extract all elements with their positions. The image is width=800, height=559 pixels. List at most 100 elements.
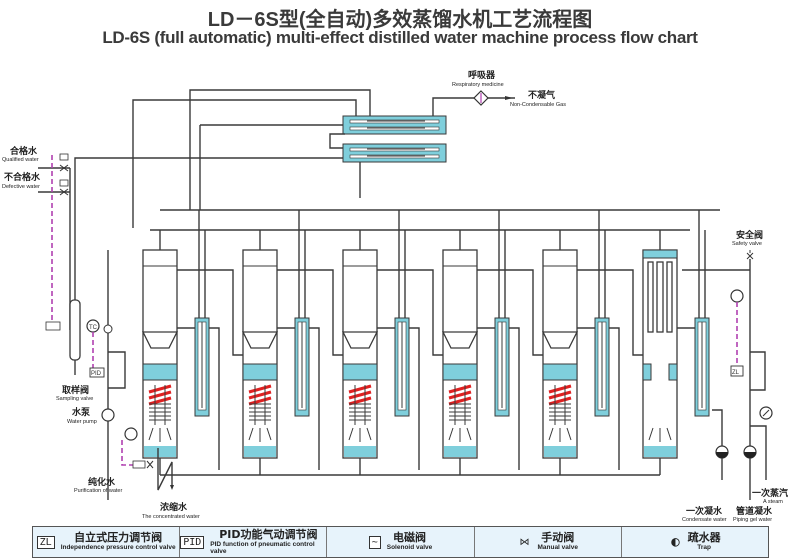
steam-transfer-pipe — [177, 269, 243, 356]
legend-label-en: Manual valve — [537, 544, 578, 552]
coil-segment — [348, 384, 372, 394]
concentrated-water-outlet — [157, 448, 174, 491]
tube-sheet — [142, 363, 178, 381]
separator-cone — [541, 331, 579, 349]
legend-label: 手动阀 — [541, 531, 575, 545]
safety-valve-label-en: Safety valve — [732, 241, 762, 247]
heating-coil — [348, 384, 372, 421]
steam-transfer-pipe — [277, 269, 343, 356]
tc-controller-2-icon — [124, 427, 138, 441]
condensate-water-label-en: Condensate water — [682, 517, 727, 523]
inner-tube — [656, 261, 664, 333]
separator-cone — [141, 331, 179, 349]
legend-label-en: Solenoid valve — [386, 544, 433, 552]
condenser-lower — [342, 143, 447, 163]
evaporator-vessel — [442, 249, 478, 459]
coil-segment — [548, 390, 572, 400]
interconnect-pipe — [409, 327, 420, 470]
steam-transfer-pipe — [577, 269, 643, 356]
defective-water-line — [38, 179, 70, 196]
effect-column-3 — [341, 210, 443, 475]
manual-valve-icon: ⋈ — [519, 536, 530, 548]
qualified-water-label-en: Qualified water — [2, 157, 39, 163]
spray-arrows-icon — [448, 427, 472, 442]
effect-column-5 — [541, 210, 643, 475]
spray-arrows-icon — [148, 427, 172, 442]
solenoid-valve-icon: ~ — [368, 535, 381, 549]
condenser-upper — [342, 115, 447, 135]
water-pump-icon — [101, 408, 115, 422]
piping-gel-water-label: 管道凝水 — [736, 505, 773, 517]
safety-valve-icon — [746, 250, 754, 260]
coil-segment — [248, 390, 272, 400]
steam-label: 一次蒸汽 — [752, 487, 788, 499]
sampling-valve-label: 取样阀 — [62, 384, 89, 396]
svg-text:ZL: ZL — [732, 370, 740, 376]
bottom-water — [144, 446, 176, 457]
non-condensable-arrow-icon — [505, 96, 513, 100]
bottom-water — [244, 446, 276, 457]
tube-sheet — [442, 363, 478, 381]
interconnect-pipe — [309, 327, 320, 470]
condensate-water-label: 一次凝水 — [686, 505, 723, 517]
steam-transfer-pipe — [477, 269, 543, 356]
respirator-label: 呼吸器 — [468, 69, 496, 81]
pid-valve-icon: PID — [180, 535, 205, 549]
legend-label: PID功能气动调节阀 — [219, 528, 318, 541]
tube-sheet — [668, 363, 678, 381]
tc-controller-icon: TC — [86, 319, 100, 333]
separator-cone — [241, 331, 279, 349]
heating-coil — [548, 384, 572, 421]
effect-column-4 — [441, 210, 543, 475]
steam-inlet — [750, 425, 767, 480]
tube-sheet — [542, 363, 578, 381]
svg-text:TC: TC — [89, 325, 98, 331]
coil-segment — [148, 384, 172, 394]
legend-label: 电磁阀 — [393, 531, 427, 545]
coil-segment — [348, 396, 372, 406]
purification-water-label: 纯化水 — [88, 476, 116, 488]
signal-line-purification — [121, 440, 133, 466]
legend-label-en: Independence pressure control valve — [60, 544, 176, 552]
effect-column-1 — [141, 210, 243, 475]
coil-segment — [248, 384, 272, 394]
purification-water-label-en: Purification of water — [74, 488, 122, 494]
top-piping — [74, 89, 515, 350]
effect-column-6 — [642, 210, 710, 475]
pid-valve: PID — [89, 367, 105, 378]
coil-segment — [248, 396, 272, 406]
tube-sheet — [242, 363, 278, 381]
evaporator-vessel — [542, 249, 578, 459]
heating-coil — [248, 384, 272, 421]
concentrated-water-label-en: The concentrated water — [142, 514, 200, 520]
trap-icon-piping — [743, 445, 757, 459]
coil-segment — [148, 396, 172, 406]
heating-coil — [448, 384, 472, 421]
solenoid-valve-icon — [132, 460, 154, 469]
respirator-icon — [473, 90, 489, 106]
coil-segment — [448, 396, 472, 406]
interconnect-pipe — [209, 327, 220, 470]
coil-segment — [148, 390, 172, 400]
coil-segment — [448, 384, 472, 394]
bottom-water — [544, 446, 576, 457]
evaporator-vessel — [342, 249, 378, 459]
bottom-water — [644, 446, 676, 457]
pressure-gauge-icon — [759, 406, 773, 420]
piping-gel-water-label-en: Piping gel water — [733, 517, 772, 523]
non-condensable-label-en: Non-Condensable Gas — [510, 102, 566, 108]
trap-icon-condensate — [712, 409, 729, 480]
effects-layer — [141, 210, 710, 476]
sampling-valve-label-en: Sampling valve — [56, 396, 93, 402]
water-pump-label-en: Water pump — [67, 419, 97, 425]
effect-header-piping — [150, 209, 720, 231]
steam-transfer-pipe — [377, 269, 443, 356]
tube-sheet — [342, 363, 378, 381]
spray-arrows-icon — [348, 427, 372, 442]
defective-water-label-en: Defective water — [2, 184, 40, 190]
